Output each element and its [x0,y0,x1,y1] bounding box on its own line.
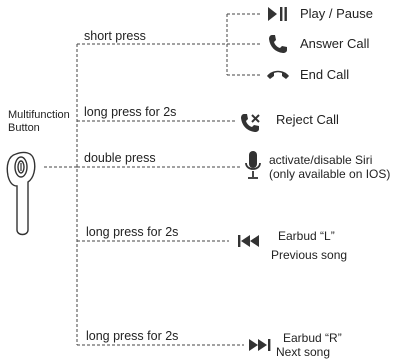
microphone-icon [245,151,261,179]
earbud-body [6,151,36,236]
long-press-left-label: long press for 2s [86,225,179,239]
next-track-icon [249,339,271,351]
reject-call-text: Reject Call [276,112,339,127]
answer-call-text: Answer Call [300,36,370,51]
earbud-right-title: Earbud “R” [283,331,342,345]
phone-end-icon [267,70,289,79]
device-label: Multifunction Button [8,109,70,135]
earbud-button-inner [17,160,25,174]
phone-answer-icon [269,35,287,53]
device-label-line1: Multifunction [8,109,70,121]
siri-text-line1: activate/disable Siri [269,153,373,167]
device-label-line2: Button [8,122,40,134]
earbud-left-title: Earbud “L” [278,229,335,243]
siri-text-line2: (only available on IOS) [269,167,391,181]
phone-reject-icon [241,114,260,132]
end-call-text: End Call [300,67,350,82]
double-press-label: double press [84,151,156,165]
siri-text: activate/disable Siri (only available on… [269,153,390,181]
earbud-left-action: Previous song [271,248,348,262]
earbud-icon [6,151,36,236]
long-press-reject-label: long press for 2s [84,105,177,119]
earbud-button-outer [14,156,28,178]
play-pause-icon [268,7,287,21]
short-press-label: short press [84,29,146,43]
earbud-right-action: Next song [276,345,331,359]
long-press-right-label: long press for 2s [86,329,179,343]
previous-track-icon [238,235,259,247]
play-pause-text: Play / Pause [300,6,373,21]
